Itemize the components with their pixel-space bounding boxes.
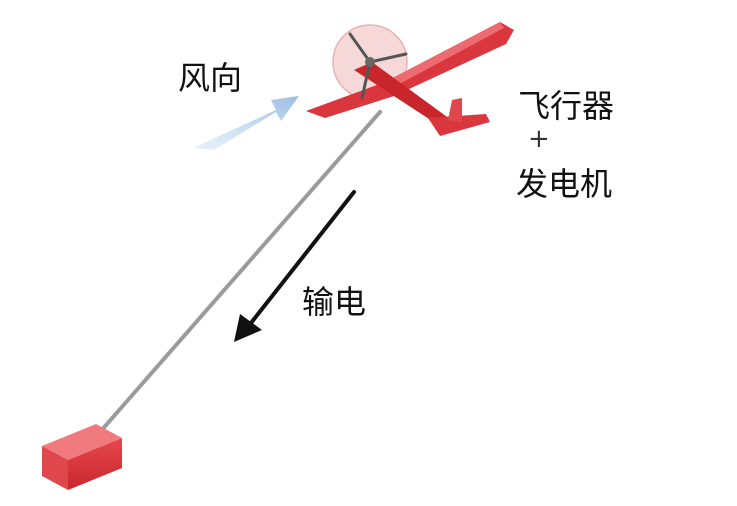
wind-arrow-icon bbox=[193, 96, 299, 150]
kite-aircraft-icon bbox=[306, 22, 514, 136]
generator-label: 发电机 bbox=[516, 165, 613, 203]
plus-sign-label: + bbox=[528, 124, 550, 154]
tether-cable bbox=[98, 110, 382, 434]
ground-station-box-icon bbox=[42, 424, 122, 490]
power-flow-arrow-icon bbox=[234, 190, 356, 342]
aircraft-label: 飞行器 bbox=[518, 87, 615, 125]
power-transmission-label: 输电 bbox=[302, 283, 367, 321]
wind-direction-label: 风向 bbox=[178, 59, 243, 97]
